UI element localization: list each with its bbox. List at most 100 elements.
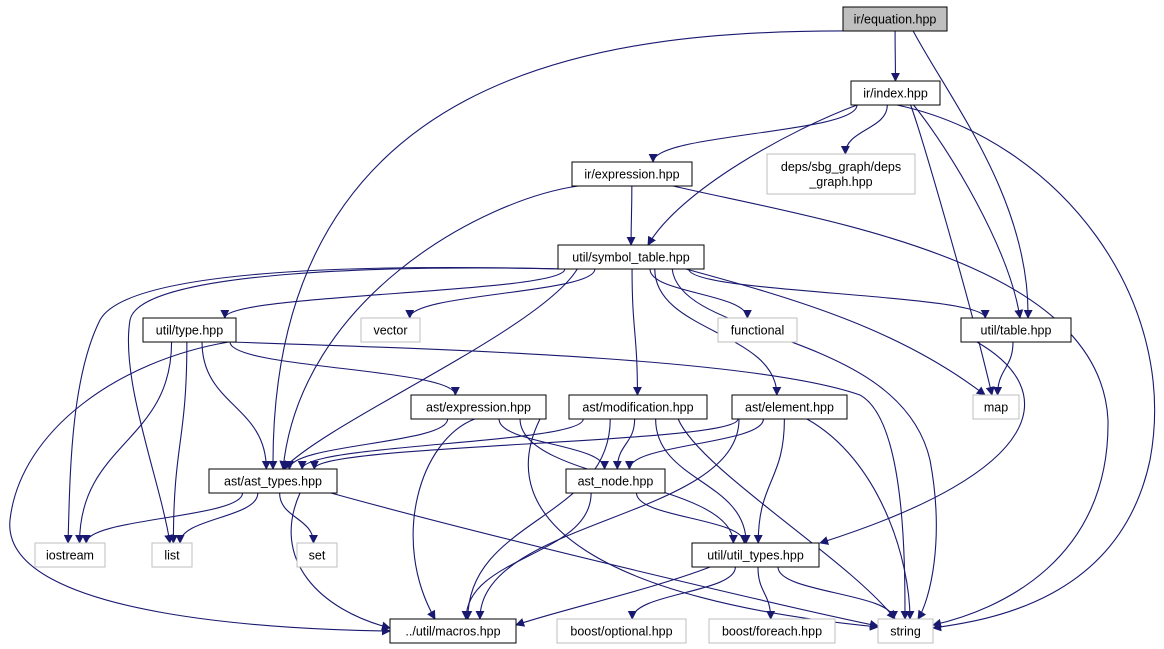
node-table[interactable]: util/table.hpp <box>960 317 1072 343</box>
node-label: map <box>984 401 1008 415</box>
node-box <box>556 618 687 644</box>
edge-ast_modification-to-ast_types <box>297 418 584 470</box>
edge-ast_node-to-macros <box>461 492 592 620</box>
edge-ast_node-to-util_types <box>635 492 749 544</box>
node-box <box>208 468 338 494</box>
edge-table-to-util_types <box>819 341 1025 545</box>
node-boost-optional: boost/optional.hpp <box>556 618 687 644</box>
edge-equation-to-ast_types <box>268 30 850 470</box>
node-box <box>142 317 237 343</box>
node-vector: vector <box>360 317 421 343</box>
node-box <box>877 618 934 644</box>
edge-symbol_table-to-vector <box>405 268 596 319</box>
node-ast-types[interactable]: ast/ast_types.hpp <box>208 468 338 494</box>
node-box <box>410 394 547 420</box>
node-label: ast/element.hpp <box>745 401 834 415</box>
node-label: ir/index.hpp <box>863 87 928 101</box>
edge-symbol_table-to-iostream <box>63 266 565 544</box>
edge-symbol_table-to-ast_modification <box>631 268 642 396</box>
node-type[interactable]: util/type.hpp <box>142 317 237 343</box>
nodes-layer: ir/equation.hpp ir/index.hpp deps/sbg_grap… <box>34 6 1072 644</box>
edge-symbol_table-to-map <box>685 268 986 396</box>
node-label: boost/optional.hpp <box>570 625 672 639</box>
node-label: ir/equation.hpp <box>854 13 937 27</box>
edge-ast_modification-to-macros <box>463 418 611 620</box>
edge-util_types-to-boost_optional <box>627 566 736 620</box>
node-symbol-table[interactable]: util/symbol_table.hpp <box>557 244 705 270</box>
node-box <box>731 394 848 420</box>
node-util-types[interactable]: util/util_types.hpp <box>691 542 820 568</box>
node-label: deps/sbg_graph/deps <box>781 160 901 174</box>
edge-symbol_table-to-list <box>127 267 565 544</box>
edge-type-to-list <box>168 341 188 544</box>
edge-util_types-to-string <box>777 566 898 620</box>
node-set: set <box>296 542 338 568</box>
edge-ast_expression-to-macros <box>412 418 475 620</box>
edge-index-to-deps_graph <box>840 104 888 155</box>
edge-ast_types-to-string <box>330 492 879 629</box>
edge-equation-to-table <box>912 30 1033 319</box>
edge-index-to-map <box>910 104 995 396</box>
edge-expression_ir-to-ast_types <box>279 185 579 470</box>
node-box <box>708 618 836 644</box>
node-ast-element[interactable]: ast/element.hpp <box>731 394 848 420</box>
node-label: ast_node.hpp <box>578 475 654 489</box>
node-box <box>691 542 820 568</box>
node-functional: functional <box>717 317 798 343</box>
node-label: util/symbol_table.hpp <box>572 251 689 265</box>
node-label: vector <box>373 324 407 338</box>
node-deps-graph: deps/sbg_graph/deps_graph.hpp <box>766 153 916 195</box>
edge-ast_modification-to-ast_node <box>612 418 636 470</box>
edge-ast_expression-to-string <box>527 418 879 631</box>
edge-symbol_table-to-table <box>688 268 990 319</box>
node-macros[interactable]: ../util/macros.hpp <box>389 618 517 644</box>
edge-index-to-symbol_table <box>647 104 858 246</box>
edge-ast_types-to-iostream <box>81 492 244 544</box>
node-expression-ir[interactable]: ir/expression.hpp <box>571 161 693 187</box>
node-box <box>571 161 693 187</box>
node-box <box>842 6 948 32</box>
node-label: boost/foreach.hpp <box>722 625 822 639</box>
node-box <box>389 618 517 644</box>
node-equation[interactable]: ir/equation.hpp <box>842 6 948 32</box>
node-label: util/type.hpp <box>156 324 223 338</box>
node-box <box>296 542 338 568</box>
edge-table-to-map <box>993 341 1014 396</box>
edge-index-to-string <box>896 104 1155 632</box>
edge-type-to-iostream <box>75 341 173 544</box>
edge-ast_modification-to-util_types <box>655 418 751 544</box>
edge-util_types-to-macros <box>515 566 711 627</box>
node-ast-node[interactable]: ast_node.hpp <box>565 468 666 494</box>
edge-util_types-to-boost_foreach <box>757 566 776 620</box>
node-box <box>565 468 666 494</box>
edge-ast_element-to-util_types <box>753 418 785 544</box>
node-label: set <box>309 549 326 563</box>
edge-symbol_table-to-type <box>220 268 566 319</box>
node-ast-expression[interactable]: ast/expression.hpp <box>410 394 547 420</box>
node-list: list <box>151 542 193 568</box>
edge-type-to-ast_types <box>201 341 271 470</box>
edge-symbol_table-to-string <box>671 268 937 620</box>
node-label: functional <box>731 324 785 338</box>
node-label: string <box>890 625 921 639</box>
edge-ast_element-to-string <box>806 418 915 620</box>
edge-type-to-string <box>229 341 910 620</box>
edge-ast_modification-to-string <box>677 418 896 620</box>
edge-ast_types-to-list <box>175 492 259 544</box>
node-iostream: iostream <box>34 542 106 568</box>
edge-expression_ir-to-string <box>672 185 1109 628</box>
node-box <box>766 153 916 195</box>
node-label: list <box>164 549 180 563</box>
node-ast-modification[interactable]: ast/modification.hpp <box>568 394 708 420</box>
node-box <box>717 317 798 343</box>
node-box <box>34 542 106 568</box>
node-label: ast/ast_types.hpp <box>224 475 322 489</box>
node-label: ast/expression.hpp <box>426 401 531 415</box>
edge-type-to-macros <box>9 341 391 636</box>
node-boost-foreach: boost/foreach.hpp <box>708 618 836 644</box>
edge-index-to-expression_ir <box>648 104 858 163</box>
node-label: util/util_types.hpp <box>707 549 804 563</box>
node-index[interactable]: ir/index.hpp <box>850 80 941 106</box>
node-box <box>360 317 421 343</box>
